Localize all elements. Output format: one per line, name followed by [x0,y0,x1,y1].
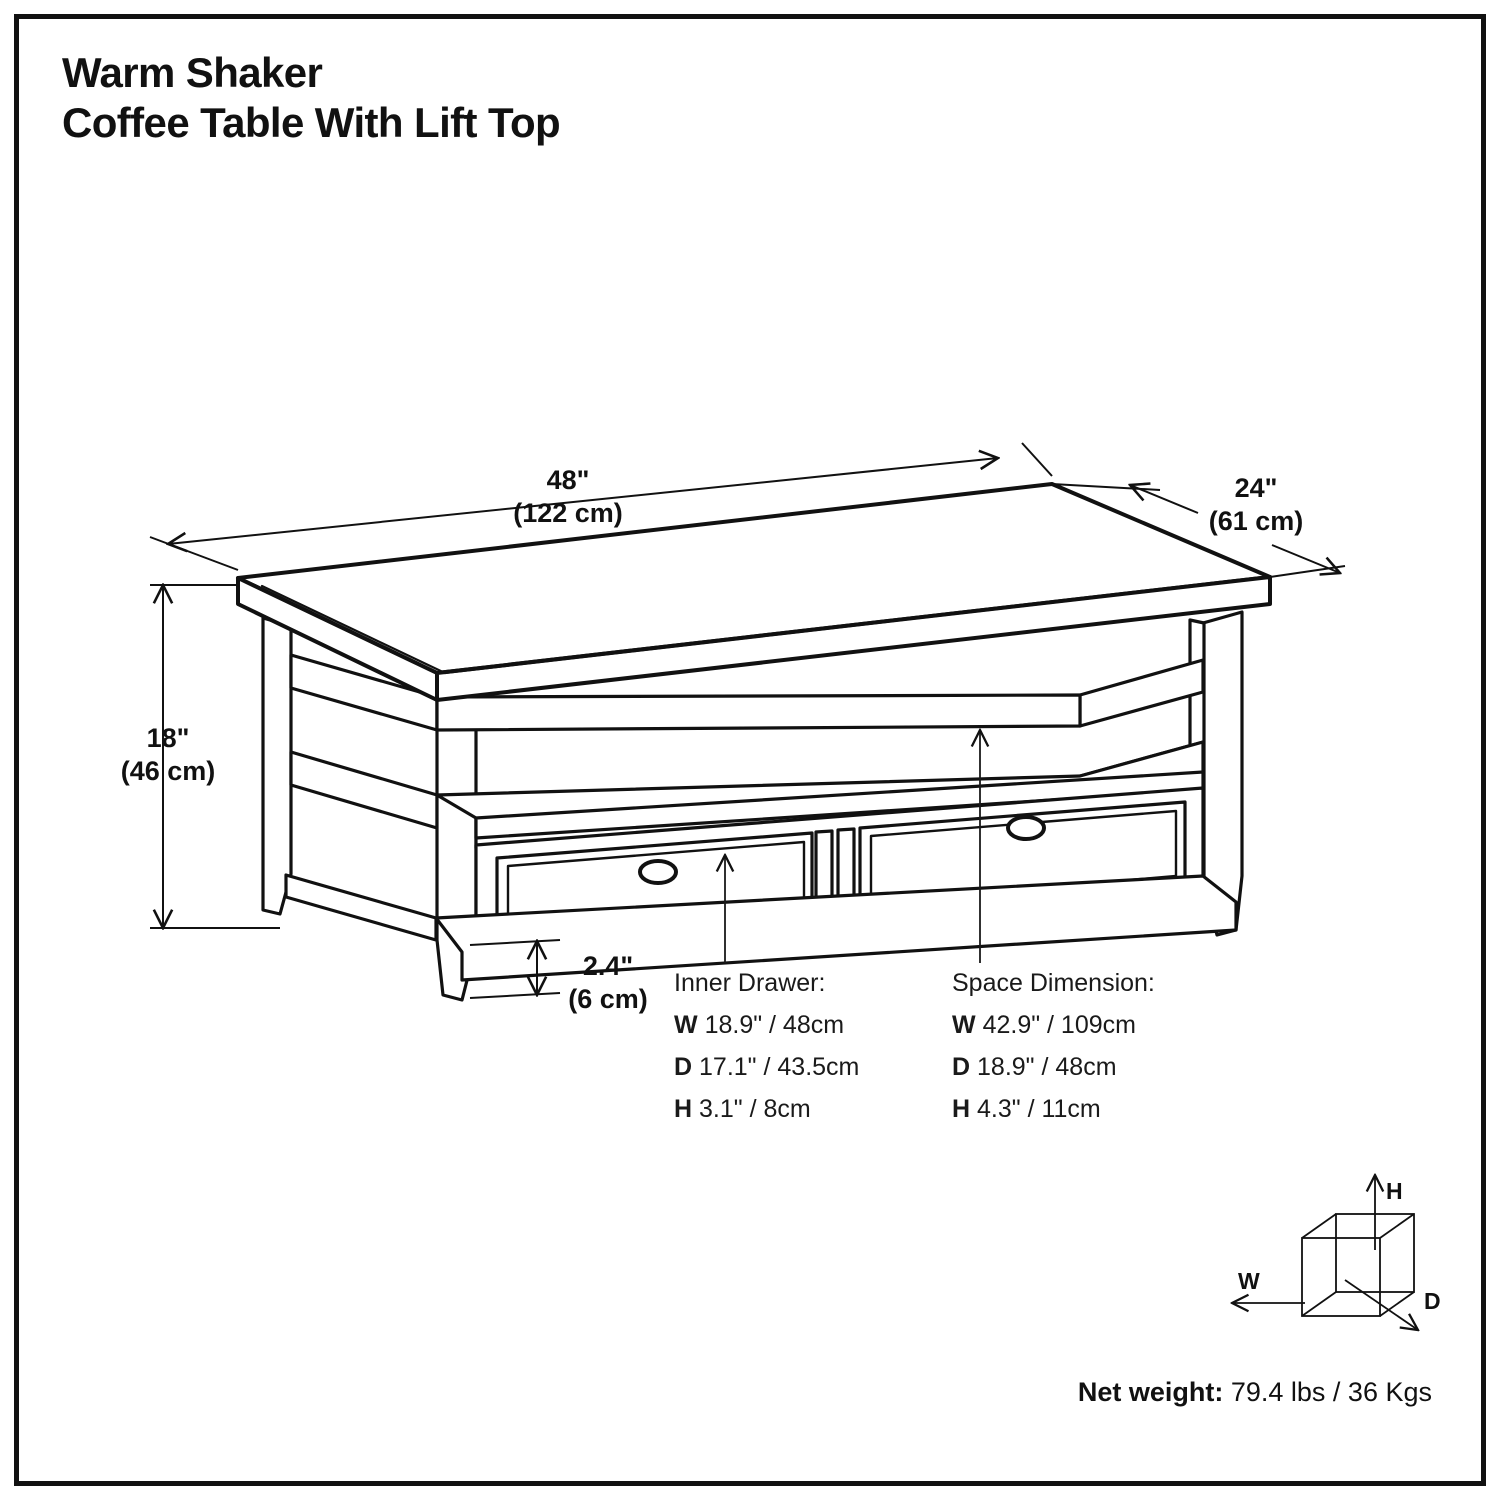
callout-space-dimension: Space Dimension: W 42.9" / 109cm D 18.9"… [952,962,1155,1130]
inner-drawer-key-d: D [674,1053,693,1081]
callout-inner-drawer: Inner Drawer: W 18.9" / 48cm D 17.1" / 4… [674,962,859,1130]
width-ext-right [1021,442,1053,477]
space-dimension-row-h: H 4.3" / 11cm [952,1088,1155,1130]
legend-label-depth: D [1424,1288,1441,1314]
space-dimension-row-d: D 18.9" / 48cm [952,1046,1155,1088]
net-weight-label: Net weight: [1077,1377,1224,1407]
depth-inches: 24" [1234,473,1278,503]
inner-drawer-title: Inner Drawer: [674,969,826,997]
width-inches: 48" [546,465,590,495]
legend-d-axis [1344,1279,1418,1330]
space-dimension-value-w: 42.9" / 109cm [982,1011,1136,1039]
inner-drawer-value-w: 18.9" / 48cm [704,1011,845,1039]
space-dimension-key-w: W [952,1011,976,1039]
back-rail-upper [435,693,1082,732]
width-metric: (122 cm) [513,498,623,528]
depth-arrow-lower [1271,544,1340,573]
legend-label-width: W [1238,1268,1260,1294]
width-ext-left [149,536,239,571]
dimension-legend-cube [1232,1175,1418,1330]
space-dimension-value-h: 4.3" / 11cm [977,1095,1101,1123]
dimension-height [150,585,280,928]
clearance-dimension-label: 2.4" (6 cm) [528,950,688,1016]
inner-drawer-row-w: W 18.9" / 48cm [674,1004,859,1046]
dimension-clearance [469,939,561,999]
depth-arrow-upper [1130,485,1199,514]
net-weight: Net weight: 79.4 lbs / 36 Kgs [1078,1377,1432,1408]
space-dimension-row-w: W 42.9" / 109cm [952,1004,1155,1046]
depth-dimension-label: 24" (61 cm) [1166,472,1346,538]
stretcher-left [284,873,438,942]
inner-drawer-row-d: D 17.1" / 43.5cm [674,1046,859,1088]
width-dim-line [168,458,998,544]
height-dimension-label: 18" (46 cm) [82,722,254,788]
side-rail-right-upper [1078,658,1205,728]
legend-label-height: H [1386,1178,1403,1204]
table-top [236,482,1272,702]
product-name-line: Coffee Table With Lift Top [62,99,561,146]
space-dimension-key-d: D [952,1053,971,1081]
table-illustration [236,482,1272,1002]
space-dimension-key-h: H [952,1095,971,1123]
inner-drawer-key-w: W [674,1011,698,1039]
inner-drawer-key-h: H [674,1095,693,1123]
stretcher-front [434,874,1238,982]
clearance-metric: (6 cm) [568,984,648,1014]
dimension-depth [1051,484,1346,578]
height-inches: 18" [146,723,190,753]
legend-cube-front-face [1301,1237,1381,1317]
space-dimension-title: Space Dimension: [952,969,1155,997]
net-weight-value: 79.4 lbs / 36 Kgs [1230,1377,1432,1407]
page-title: Warm Shaker Coffee Table With Lift Top [62,48,962,148]
clearance-inches: 2.4" [582,951,634,981]
drawer-left-pull [638,859,678,885]
leg-back-left [261,616,293,916]
inner-drawer-row-h: H 3.1" / 8cm [674,1088,859,1130]
inner-drawer-value-h: 3.1" / 8cm [699,1095,811,1123]
depth-metric: (61 cm) [1208,506,1304,536]
inner-drawer-value-d: 17.1" / 43.5cm [699,1053,860,1081]
width-dimension-label: 48" (122 cm) [468,464,668,530]
height-metric: (46 cm) [120,756,216,786]
product-brand-line: Warm Shaker [62,49,323,96]
dimension-width [149,442,1053,571]
space-dimension-value-d: 18.9" / 48cm [977,1053,1117,1081]
drawer-right-pull [1006,815,1046,841]
shelf-left [289,750,439,830]
